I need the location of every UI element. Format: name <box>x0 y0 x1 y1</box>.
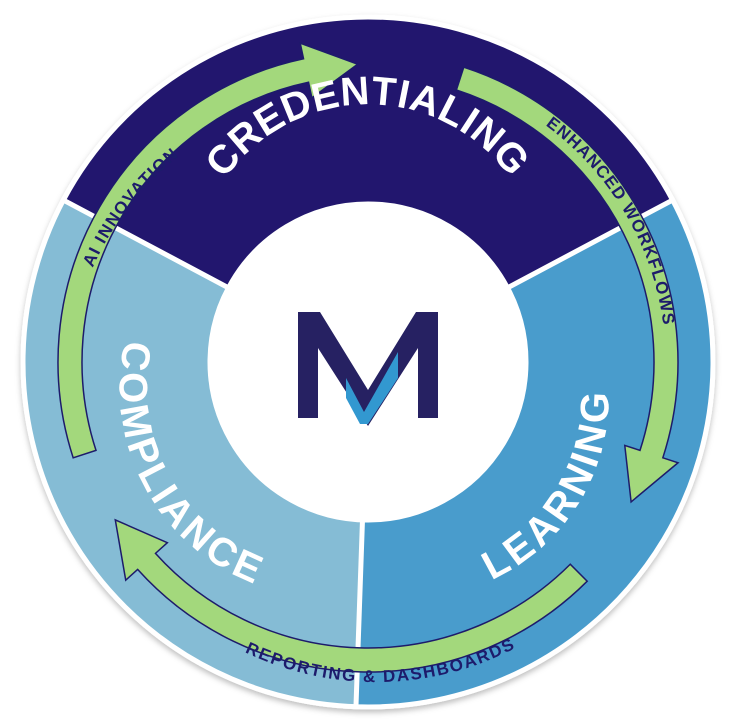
center-circle <box>208 202 528 522</box>
ai-innovation-arrow <box>57 41 360 459</box>
reporting-dashboards-arrow <box>114 518 589 673</box>
m-checkmark-logo-icon <box>298 312 438 426</box>
logo-checkmark-shape <box>346 352 398 424</box>
enhanced-workflows-arrow <box>455 66 680 504</box>
logo-m-shape <box>298 312 438 426</box>
